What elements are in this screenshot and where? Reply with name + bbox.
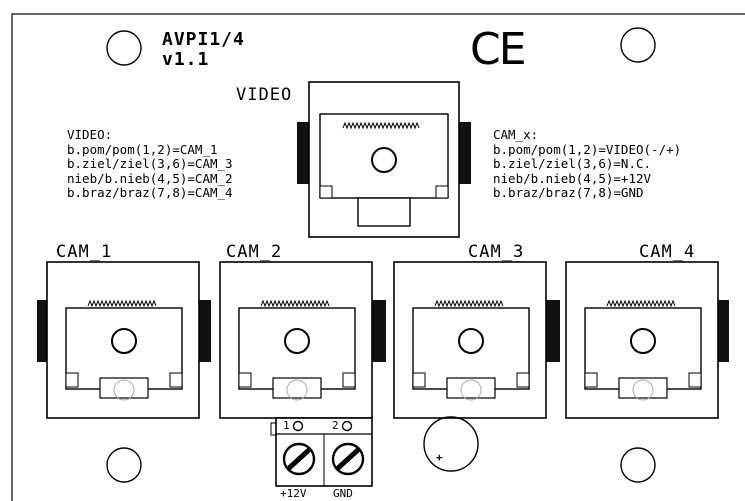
cam-pinout-line: b.braz/braz(7,8)=GND — [493, 185, 644, 200]
mounting-hole-top-right — [620, 27, 656, 63]
video-pinout: VIDEO: b.pom/pom(1,2)=CAM_1 b.ziel/ziel(… — [67, 127, 233, 201]
cam-jack-4 — [565, 261, 729, 419]
cam-pinout-line: b.ziel/ziel(3,6)=N.C. — [493, 156, 652, 171]
terminal-label-12v: +12V — [280, 487, 307, 500]
video-pinout-line: b.braz/braz(7,8)=CAM_4 — [67, 185, 233, 200]
video-connector-label: VIDEO — [236, 85, 293, 105]
cam-jack-2 — [219, 261, 386, 419]
cam-pinout-line: nieb/b.nieb(4,5)=+12V — [493, 170, 652, 186]
cam-jack-1 — [37, 261, 211, 419]
terminal-block — [270, 417, 373, 487]
board-outline — [11, 13, 745, 501]
board-version: v1.1 — [162, 49, 210, 70]
video-pinout-line: b.ziel/ziel(3,6)=CAM_3 — [67, 156, 233, 171]
cam-1-label: CAM_1 — [56, 242, 113, 262]
cam-pinout: CAM_x: b.pom/pom(1,2)=VIDEO(-/+) b.ziel/… — [493, 128, 743, 201]
terminal-pin-2: 2 — [332, 419, 339, 432]
terminal-label-gnd: GND — [333, 487, 353, 500]
cam-pinout-line: b.pom/pom(1,2)=VIDEO(-/+) — [493, 141, 682, 157]
video-pinout-line: b.pom/pom(1,2)=CAM_1 — [67, 141, 218, 157]
cam-2-label: CAM_2 — [226, 242, 283, 262]
capacitor-polarity: + — [436, 451, 443, 464]
cam-4-label: CAM_4 — [639, 242, 696, 262]
mounting-hole-top-left — [106, 30, 142, 66]
video-jack — [297, 81, 471, 238]
capacitor-outline — [423, 416, 479, 472]
cam-jack-3 — [393, 261, 560, 419]
mounting-hole-bottom-left — [106, 447, 142, 483]
cam-3-label: CAM_3 — [468, 242, 525, 262]
terminal-pin-1: 1 — [283, 419, 290, 432]
video-pinout-line: nieb/b.nieb(4,5)=CAM_2 — [67, 170, 233, 186]
video-pinout-line: VIDEO: — [67, 127, 113, 142]
board-name: AVPI1/4 — [162, 29, 245, 50]
mounting-hole-bottom-right — [620, 447, 656, 483]
ce-mark: CE — [470, 24, 527, 75]
cam-pinout-line: CAM_x: — [493, 128, 539, 142]
